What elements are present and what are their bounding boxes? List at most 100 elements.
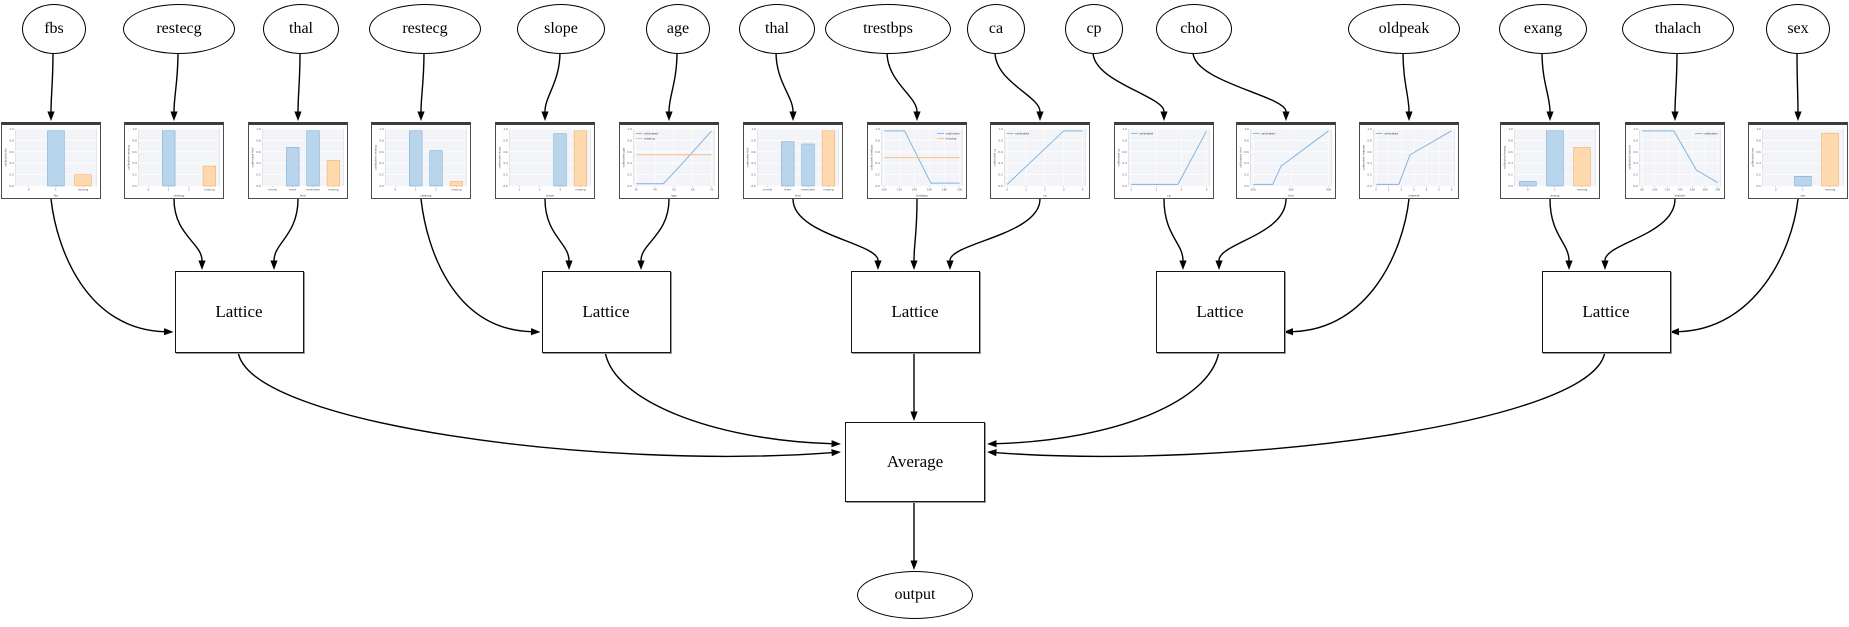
svg-text:30: 30 bbox=[634, 187, 638, 191]
legend-entry: missing bbox=[644, 136, 655, 140]
feature-node-cp: cp bbox=[1065, 4, 1123, 54]
svg-text:200: 200 bbox=[1715, 187, 1720, 191]
svg-text:0.8: 0.8 bbox=[875, 139, 880, 143]
svg-text:0: 0 bbox=[1527, 187, 1529, 191]
svg-text:0.8: 0.8 bbox=[503, 139, 508, 143]
svg-text:0.6: 0.6 bbox=[132, 150, 137, 154]
svg-text:0.2: 0.2 bbox=[751, 173, 756, 177]
edge bbox=[170, 51, 179, 121]
edge bbox=[1163, 198, 1187, 270]
svg-text:0.0: 0.0 bbox=[1633, 184, 1638, 188]
svg-text:0.8: 0.8 bbox=[751, 139, 756, 143]
edge bbox=[910, 499, 918, 570]
feature-label: trestbps bbox=[863, 20, 913, 37]
lattice-label: Lattice bbox=[582, 302, 630, 321]
svg-text:1.0: 1.0 bbox=[1244, 127, 1249, 131]
x-axis-label: thalach bbox=[1674, 193, 1685, 197]
svg-text:0.6: 0.6 bbox=[503, 150, 508, 154]
y-axis-label: calibrated thalach bbox=[1627, 145, 1631, 170]
feature-label: ca bbox=[988, 20, 1004, 37]
average-label: Average bbox=[886, 452, 944, 471]
bar-missing bbox=[1573, 147, 1591, 187]
svg-text:0.8: 0.8 bbox=[1367, 139, 1372, 143]
feature-node-restecg: restecg bbox=[369, 4, 481, 54]
feature-node-age: age bbox=[646, 4, 710, 54]
edge bbox=[1549, 198, 1573, 270]
svg-text:3: 3 bbox=[1063, 187, 1065, 191]
feature-label: thalach bbox=[1654, 20, 1702, 37]
legend-entry: missing bbox=[945, 136, 956, 140]
bar-1 bbox=[162, 130, 176, 187]
lattice-node-5: Lattice bbox=[1541, 271, 1671, 353]
feature-node-chol: chol bbox=[1156, 4, 1232, 54]
svg-text:0.2: 0.2 bbox=[875, 173, 880, 177]
svg-text:1: 1 bbox=[1802, 187, 1804, 191]
x-axis-label: chol bbox=[1288, 193, 1294, 197]
svg-text:80: 80 bbox=[1640, 187, 1644, 191]
svg-text:0: 0 bbox=[28, 187, 30, 191]
svg-text:2: 2 bbox=[188, 187, 190, 191]
lattice-label: Lattice bbox=[215, 302, 263, 321]
legend-entry: calibrated bbox=[1261, 132, 1275, 136]
edge bbox=[173, 198, 206, 270]
svg-text:0: 0 bbox=[1006, 187, 1008, 191]
edge bbox=[420, 198, 541, 336]
bar-2 bbox=[429, 150, 443, 187]
svg-text:4: 4 bbox=[1082, 187, 1084, 191]
x-axis-label: fbs bbox=[54, 193, 59, 197]
svg-text:60: 60 bbox=[691, 187, 695, 191]
lattice-node-1: Lattice bbox=[174, 271, 304, 353]
svg-text:160: 160 bbox=[927, 187, 932, 191]
series-calibrated bbox=[1642, 130, 1718, 183]
y-axis-label: calibrated slope bbox=[497, 146, 501, 168]
y-axis-label: calibrated restecg bbox=[373, 145, 377, 170]
svg-text:missing: missing bbox=[78, 187, 89, 191]
svg-text:0.2: 0.2 bbox=[1122, 173, 1127, 177]
svg-text:1: 1 bbox=[415, 187, 417, 191]
svg-text:5: 5 bbox=[1438, 187, 1440, 191]
svg-text:0.4: 0.4 bbox=[503, 161, 508, 165]
svg-text:missing: missing bbox=[1825, 187, 1836, 191]
svg-text:0.2: 0.2 bbox=[379, 173, 384, 177]
svg-text:normal: normal bbox=[268, 187, 278, 191]
svg-text:0.2: 0.2 bbox=[503, 173, 508, 177]
svg-text:0.0: 0.0 bbox=[256, 184, 261, 188]
svg-text:0.4: 0.4 bbox=[379, 161, 384, 165]
svg-text:0.6: 0.6 bbox=[751, 150, 756, 154]
svg-text:0.4: 0.4 bbox=[1633, 161, 1638, 165]
bar-missing bbox=[449, 181, 463, 187]
svg-text:0.8: 0.8 bbox=[132, 139, 137, 143]
svg-text:1.0: 1.0 bbox=[1367, 127, 1372, 131]
svg-text:0.8: 0.8 bbox=[1508, 139, 1513, 143]
edge bbox=[886, 51, 921, 121]
feature-label: fbs bbox=[44, 20, 64, 37]
svg-text:0.0: 0.0 bbox=[503, 184, 508, 188]
y-axis-label: calibrated restecg bbox=[126, 145, 130, 170]
edge bbox=[1601, 198, 1676, 270]
bar-1 bbox=[1546, 130, 1564, 187]
feature-node-thalach: thalach bbox=[1622, 4, 1734, 54]
y-axis-label: calibrated exang bbox=[1502, 146, 1506, 169]
feature-node-fbs: fbs bbox=[22, 4, 86, 54]
feature-node-sex: sex bbox=[1766, 4, 1830, 54]
feature-node-oldpeak: oldpeak bbox=[1348, 4, 1460, 54]
edge bbox=[1215, 198, 1287, 270]
bar-missing bbox=[326, 160, 340, 187]
legend-entry: calibrated bbox=[1139, 132, 1153, 136]
svg-text:0.8: 0.8 bbox=[9, 139, 14, 143]
svg-text:2: 2 bbox=[539, 187, 541, 191]
svg-text:180: 180 bbox=[942, 187, 947, 191]
edge bbox=[47, 51, 55, 121]
y-axis-label: calibrated thal bbox=[250, 147, 254, 167]
svg-text:40: 40 bbox=[653, 187, 657, 191]
